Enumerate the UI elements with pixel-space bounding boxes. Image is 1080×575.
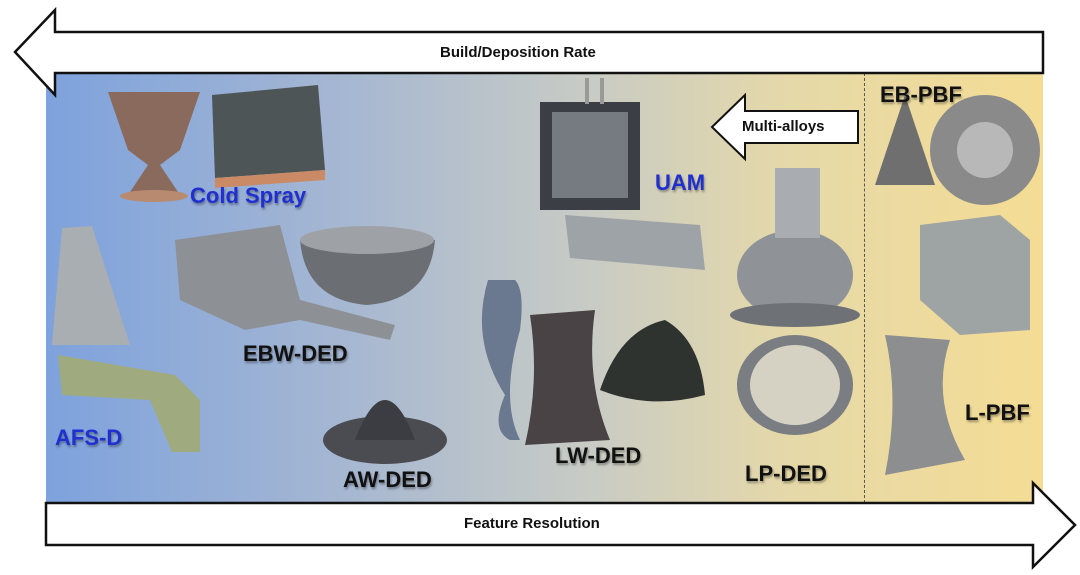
afs-d-part-image [58,355,200,452]
build-rate-label: Build/Deposition Rate [440,44,596,61]
l-pbf-nozzle-image [885,335,965,475]
build-rate-arrow [13,6,1045,99]
feature-resolution-arrow [44,479,1077,571]
multi-alloys-arrow [710,92,859,162]
multi-alloys-label: Multi-alloys [742,118,825,135]
label-afs-d: AFS-D [55,425,123,450]
ebw-ded-bowl-image [300,226,435,305]
lw-ded-twist-image [481,280,522,440]
pbf-divider-line [864,73,865,503]
cold-spray-heatsink-image [212,85,325,188]
label-eb-pbf: EB-PBF [880,82,962,107]
afs-d-cone-image [52,226,130,345]
lw-ded-impeller-image [600,320,705,402]
uam-plate-image [540,78,640,210]
label-lp-ded: LP-DED [745,461,827,486]
label-uam: UAM [655,170,706,195]
l-pbf-block-image [920,215,1030,335]
eb-pbf-turbine-image [930,95,1040,205]
lp-ded-nozzle-image [730,168,860,327]
uam-block-image [565,215,705,270]
aw-ded-impeller-image [323,400,447,464]
label-aw-ded: AW-DED [343,467,432,492]
lw-ded-vase-image [525,310,610,445]
label-cold-spray: Cold Spray [190,183,307,208]
label-l-pbf: L-PBF [965,400,1030,425]
lp-ded-cylinder-image [737,335,853,435]
ebw-ded-panel-image [175,225,395,340]
cold-spray-cup-image [108,92,200,202]
label-ebw-ded: EBW-DED [243,341,348,366]
eb-pbf-cone-image [875,95,935,185]
label-lw-ded: LW-DED [555,443,642,468]
feature-resolution-label: Feature Resolution [464,515,600,532]
